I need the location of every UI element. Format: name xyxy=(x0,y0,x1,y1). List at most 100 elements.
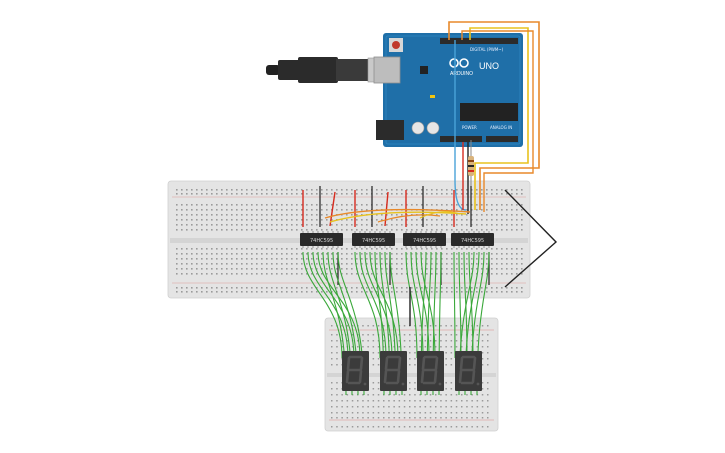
hole xyxy=(396,219,398,221)
hole xyxy=(366,263,368,265)
hole xyxy=(186,189,188,191)
hole xyxy=(466,412,468,414)
hole xyxy=(391,193,393,195)
hole xyxy=(366,248,368,250)
hole xyxy=(226,287,228,289)
hole xyxy=(419,412,421,414)
hole xyxy=(341,417,343,419)
hole xyxy=(481,258,483,260)
seven-segment-display-3[interactable] xyxy=(417,351,444,391)
hole xyxy=(481,358,484,360)
wire-green[interactable] xyxy=(453,251,456,359)
hole xyxy=(461,248,463,250)
hole xyxy=(476,340,479,342)
hole xyxy=(455,406,458,408)
hole xyxy=(211,209,213,211)
hole xyxy=(487,388,489,390)
hole xyxy=(276,229,278,231)
seven-segment-display-2[interactable] xyxy=(380,351,407,391)
wire-green[interactable] xyxy=(302,251,343,359)
arduino-uno-board[interactable]: ARDUINO UNO DIGITAL (PWM~) POWER ANALOG … xyxy=(373,33,523,147)
hole xyxy=(356,253,358,255)
wire-orange[interactable] xyxy=(448,21,540,210)
hole xyxy=(346,219,348,221)
hole xyxy=(446,214,448,216)
resistor[interactable] xyxy=(468,140,474,196)
hole xyxy=(201,263,203,265)
shift-register-1[interactable]: 74HC595 xyxy=(300,231,343,248)
hole xyxy=(506,253,508,255)
hole xyxy=(206,209,208,211)
hole xyxy=(476,417,479,419)
hole xyxy=(521,219,523,221)
hole xyxy=(256,268,258,270)
wire-green[interactable] xyxy=(359,251,387,359)
hole xyxy=(346,193,348,195)
wire-green[interactable] xyxy=(354,251,381,359)
hole xyxy=(386,214,388,216)
hole xyxy=(367,340,369,342)
hole xyxy=(398,406,401,408)
hole xyxy=(291,193,293,195)
wire-orange[interactable] xyxy=(324,208,471,219)
hole xyxy=(366,219,368,221)
hole xyxy=(435,400,437,402)
hole xyxy=(476,248,478,250)
hole xyxy=(346,394,349,396)
seven-segment-display-1[interactable] xyxy=(342,351,369,391)
shift-register-4[interactable]: 74HC595 xyxy=(451,231,494,248)
hole xyxy=(311,287,313,289)
hole xyxy=(306,189,308,191)
hole xyxy=(351,189,353,191)
hole xyxy=(366,291,368,293)
wire-blue[interactable] xyxy=(454,40,467,211)
hole xyxy=(236,219,238,221)
digital-header xyxy=(440,38,518,44)
atmega-chip xyxy=(460,103,518,121)
hole xyxy=(403,334,406,336)
seven-segment-display-4[interactable] xyxy=(455,351,482,391)
hole xyxy=(424,346,427,348)
wire-green[interactable] xyxy=(410,251,424,359)
hole xyxy=(435,334,437,336)
hole xyxy=(362,417,364,419)
hole xyxy=(291,219,293,221)
hole xyxy=(431,291,433,293)
wire-yellow[interactable] xyxy=(329,211,467,223)
hole xyxy=(440,346,442,348)
wire-green[interactable] xyxy=(415,251,430,359)
hole xyxy=(211,258,213,260)
hole xyxy=(296,263,298,265)
wire-red[interactable] xyxy=(329,191,336,227)
hole xyxy=(311,258,313,260)
shift-register-2[interactable]: 74HC595 xyxy=(352,231,395,248)
shift-register-3[interactable]: 74HC595 xyxy=(403,231,446,248)
hole xyxy=(341,406,343,408)
hole xyxy=(406,224,408,226)
hole xyxy=(331,388,333,390)
hole xyxy=(241,248,243,250)
wire-green[interactable] xyxy=(405,251,418,359)
hole xyxy=(316,263,318,265)
hole xyxy=(357,406,359,408)
hole xyxy=(206,189,208,191)
hole xyxy=(196,204,198,206)
hole xyxy=(426,287,428,289)
wire-orange[interactable] xyxy=(377,214,441,223)
wire-green[interactable] xyxy=(307,251,349,359)
wire-green[interactable] xyxy=(420,251,436,359)
hole xyxy=(421,204,423,206)
hole xyxy=(466,263,468,265)
wire-black-loop[interactable] xyxy=(504,189,558,288)
hole xyxy=(455,340,458,342)
arduino-wires[interactable] xyxy=(448,21,540,214)
wire-orange-2[interactable] xyxy=(461,30,534,212)
hole xyxy=(516,268,518,270)
hole xyxy=(481,253,483,255)
wire-yellow[interactable] xyxy=(469,27,529,210)
wire-yellow[interactable] xyxy=(419,211,461,219)
hole xyxy=(191,273,193,275)
hole xyxy=(326,248,328,250)
hole xyxy=(241,229,243,231)
hole xyxy=(176,209,178,211)
